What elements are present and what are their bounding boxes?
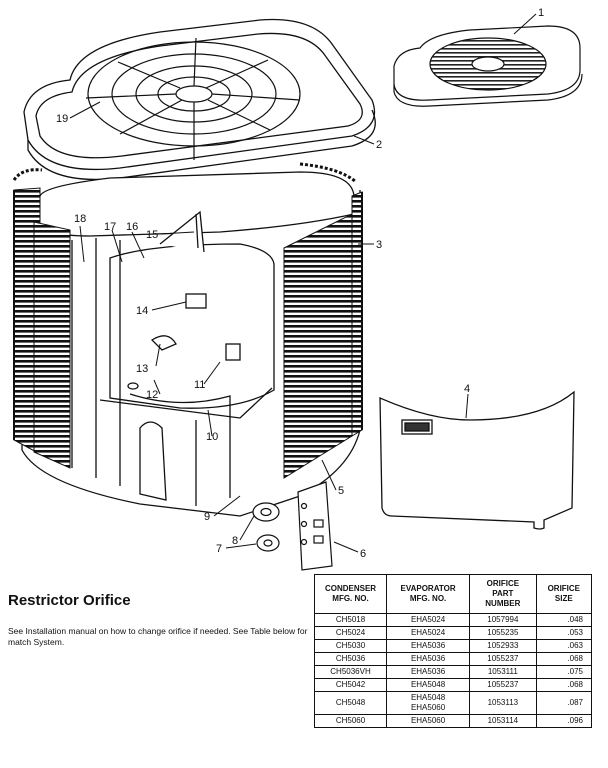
orifice-match-table: CONDENSER MFG. NO. EVAPORATOR MFG. NO. O… — [313, 574, 593, 728]
table-row: CH5048 EHA5048 EHA5060 1053113 .087 — [313, 691, 593, 715]
callout-6: 6 — [360, 548, 366, 560]
cell-size: .053 — [535, 626, 593, 640]
callout-8: 8 — [232, 535, 238, 547]
restrictor-orifice-title: Restrictor Orifice — [8, 592, 131, 609]
callout-7: 7 — [216, 543, 222, 555]
table-row: CH5036 EHA5036 1055237 .068 — [313, 652, 593, 666]
cell-part-number: 1055235 — [469, 626, 537, 640]
cell-part-number: 1052933 — [469, 639, 537, 653]
condenser-coil — [12, 162, 363, 479]
fitting-washers — [252, 502, 280, 552]
callout-1: 1 — [538, 7, 544, 19]
callout-19: 19 — [56, 113, 68, 125]
callout-9: 9 — [204, 511, 210, 523]
cell-evaporator: EHA5048 EHA5060 — [386, 691, 471, 715]
header-orifice-size: ORIFICE SIZE — [535, 574, 593, 614]
callout-12: 12 — [146, 389, 158, 401]
cell-part-number: 1053113 — [469, 691, 537, 715]
fan-guard — [85, 37, 301, 160]
callout-18: 18 — [74, 213, 86, 225]
cell-size: .096 — [535, 714, 593, 728]
cell-part-number: 1053111 — [469, 665, 537, 679]
cell-condenser: CH5036VH — [313, 665, 388, 679]
callout-labels: 1 2 3 4 5 6 7 8 9 10 11 12 13 14 15 16 1… — [56, 7, 544, 560]
cell-condenser: CH5042 — [313, 678, 388, 692]
cell-evaporator: EHA5036 — [386, 652, 471, 666]
restrictor-orifice-note: See Installation manual on how to change… — [8, 626, 308, 647]
leader-lines — [69, 13, 537, 553]
cell-condenser: CH5018 — [313, 613, 388, 627]
callout-2: 2 — [376, 139, 382, 151]
cell-part-number: 1057994 — [469, 613, 537, 627]
cell-condenser: CH5036 — [313, 652, 388, 666]
cell-evaporator: EHA5024 — [386, 626, 471, 640]
cell-size: .063 — [535, 639, 593, 653]
cell-part-number: 1053114 — [469, 714, 537, 728]
cell-size: .075 — [535, 665, 593, 679]
cell-size: .068 — [535, 652, 593, 666]
table-row: CH5030 EHA5036 1052933 .063 — [313, 639, 593, 653]
cell-evaporator: EHA5036 — [386, 639, 471, 653]
cell-condenser: CH5060 — [313, 714, 388, 728]
control-bracket — [297, 481, 333, 571]
header-orifice-part: ORIFICE PART NUMBER — [469, 574, 537, 614]
table-row: CH5060 EHA5060 1053114 .096 — [313, 714, 593, 728]
header-evaporator: EVAPORATOR MFG. NO. — [386, 574, 471, 614]
cell-condenser: CH5048 — [313, 691, 388, 715]
cell-condenser: CH5024 — [313, 626, 388, 640]
callout-4: 4 — [464, 383, 470, 395]
table-row: CH5024 EHA5024 1055235 .053 — [313, 626, 593, 640]
cell-size: .087 — [535, 691, 593, 715]
callout-3: 3 — [376, 239, 382, 251]
service-panel — [379, 390, 575, 530]
callout-5: 5 — [338, 485, 344, 497]
callout-16: 16 — [126, 221, 138, 233]
exploded-parts-diagram: 1 2 3 4 5 6 7 8 9 10 11 12 13 14 15 16 1… — [12, 7, 583, 571]
callout-17: 17 — [104, 221, 116, 233]
header-condenser: CONDENSER MFG. NO. — [313, 574, 388, 614]
cell-size: .048 — [535, 613, 593, 627]
callout-15: 15 — [146, 229, 158, 241]
grille-assembly — [393, 25, 583, 107]
callout-13: 13 — [136, 363, 148, 375]
cell-evaporator: EHA5048 — [386, 678, 471, 692]
table-header-row: CONDENSER MFG. NO. EVAPORATOR MFG. NO. O… — [313, 574, 593, 614]
table-row: CH5018 EHA5024 1057994 .048 — [313, 613, 593, 627]
cell-part-number: 1055237 — [469, 678, 537, 692]
cell-part-number: 1055237 — [469, 652, 537, 666]
cell-size: .068 — [535, 678, 593, 692]
cell-evaporator: EHA5036 — [386, 665, 471, 679]
table-row: CH5036VH EHA5036 1053111 .075 — [313, 665, 593, 679]
callout-14: 14 — [136, 305, 148, 317]
callout-10: 10 — [206, 431, 218, 443]
table-row: CH5042 EHA5048 1055237 .068 — [313, 678, 593, 692]
cell-condenser: CH5030 — [313, 639, 388, 653]
callout-11: 11 — [194, 379, 205, 391]
cell-evaporator: EHA5024 — [386, 613, 471, 627]
cell-evaporator: EHA5060 — [386, 714, 471, 728]
cabinet — [21, 171, 361, 517]
